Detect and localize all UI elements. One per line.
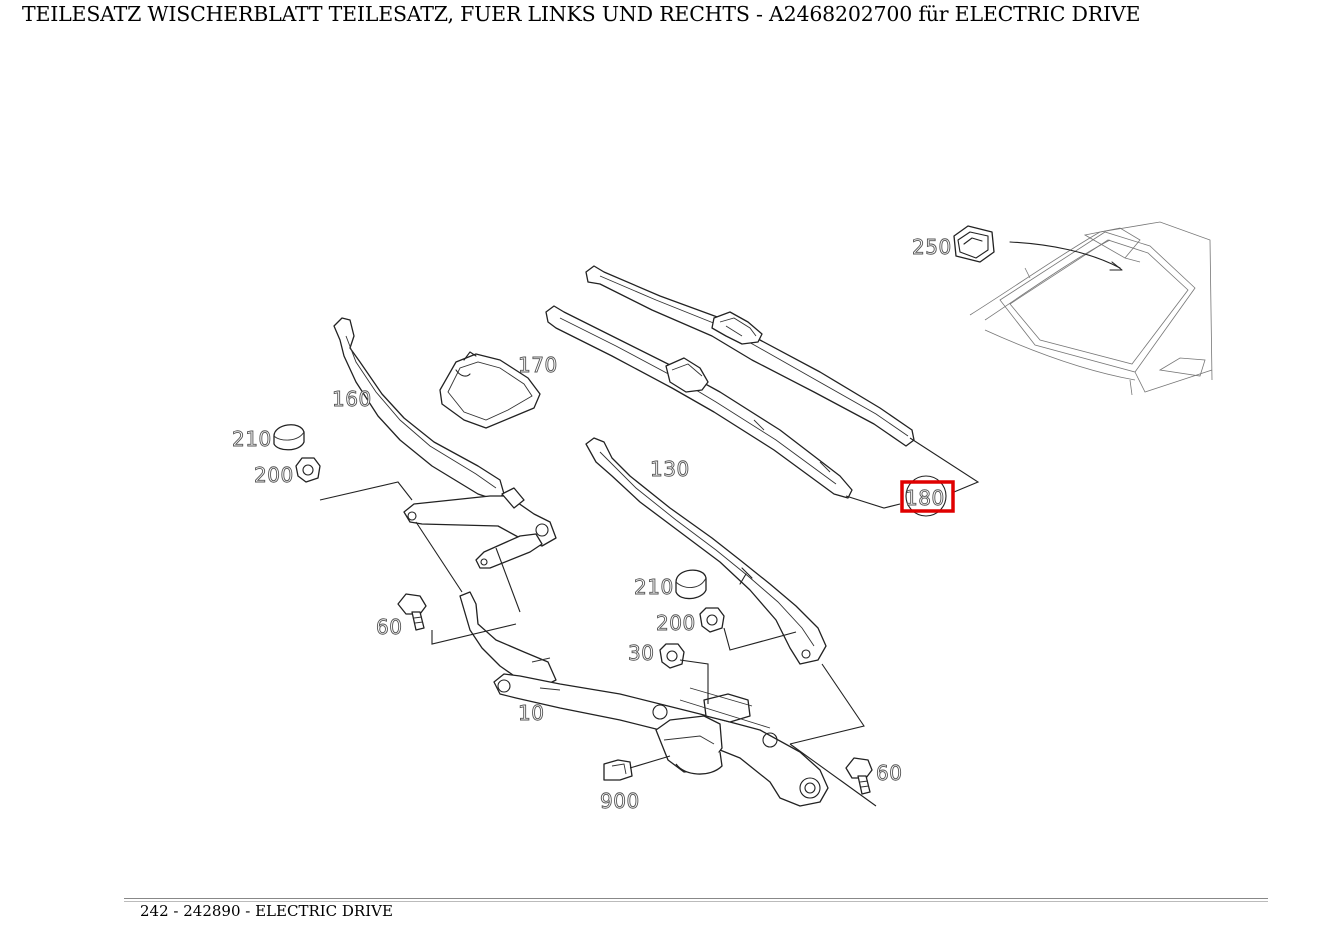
page-title: TEILESATZ WISCHERBLATT TEILESATZ, FUER L… [22, 2, 1141, 26]
callout-180[interactable]: 180 [905, 486, 945, 511]
wiper-arm-right-part-130 [585, 437, 827, 665]
callout-30[interactable]: 30 [628, 641, 655, 666]
car-outline-illustration [969, 221, 1213, 396]
callout-250[interactable]: 250 [912, 235, 952, 260]
callout-900[interactable]: 900 [600, 789, 640, 814]
callout-200-left[interactable]: 200 [254, 463, 294, 488]
cap-part-210-right [675, 569, 707, 600]
callout-170[interactable]: 170 [518, 353, 558, 378]
bolt-part-60-left [397, 593, 427, 631]
callout-labels: 250 170 160 210 200 130 180 210 200 60 3… [232, 235, 955, 814]
nut-part-30 [659, 643, 685, 669]
callout-10[interactable]: 10 [518, 701, 545, 726]
callout-210-right[interactable]: 210 [634, 575, 674, 600]
nut-part-200-right [699, 607, 725, 633]
leader-lines [319, 437, 980, 807]
footer-rule [124, 898, 1268, 899]
callout-60-left[interactable]: 60 [376, 615, 403, 640]
wiper-arm-left-part-160 [333, 317, 557, 569]
callout-200-right[interactable]: 200 [656, 611, 696, 636]
nut-part-200-left [295, 457, 321, 483]
wiper-blade-lower [545, 305, 853, 499]
callout-160[interactable]: 160 [332, 387, 372, 412]
footer-reference: 242 - 242890 - ELECTRIC DRIVE [140, 902, 393, 920]
callout-210-left[interactable]: 210 [232, 427, 272, 452]
callout-180-circle [905, 475, 947, 517]
bolt-part-60-right [845, 757, 873, 795]
rain-sensor-part-250 [953, 225, 1123, 271]
cap-part-210-left [273, 424, 305, 451]
callout-130[interactable]: 130 [650, 457, 690, 482]
highlight-box-180 [900, 480, 955, 513]
wiper-linkage-part-10 [459, 591, 829, 807]
clip-part-900 [603, 759, 633, 781]
callout-60-right[interactable]: 60 [876, 761, 903, 786]
cover-part-170 [439, 351, 541, 429]
footer-rule-secondary [124, 901, 1268, 902]
